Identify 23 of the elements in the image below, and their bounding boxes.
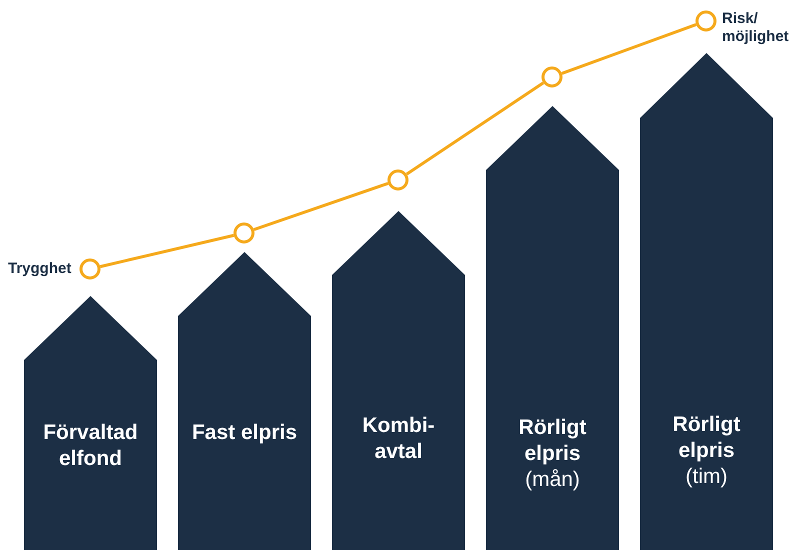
column-label: Förvaltad elfond [42, 420, 139, 472]
column-sublabel: (mån) [525, 467, 580, 493]
column-label: Kombi- avtal [361, 413, 436, 465]
point-marker [79, 258, 101, 280]
arrow-column [486, 106, 619, 550]
column-label: Rörligt elpris [518, 415, 588, 467]
trend-line [406, 82, 544, 176]
column-label: Rörligt elpris [672, 412, 742, 464]
arrow-column [640, 53, 773, 550]
arrow-column [332, 211, 465, 550]
column-label: Fast elpris [192, 420, 298, 446]
point-marker [387, 169, 409, 191]
arrow-column [178, 252, 311, 550]
point-marker [541, 66, 563, 88]
trend-line [253, 182, 389, 231]
arrow-column [24, 296, 157, 550]
trend-line [561, 23, 697, 75]
point-marker [695, 10, 717, 32]
trend-line [100, 234, 234, 268]
axis-end-label: Risk/ möjlighet [722, 10, 790, 46]
axis-end-label: Trygghet [8, 260, 72, 278]
column-sublabel: (tim) [686, 464, 728, 490]
point-marker [233, 222, 255, 244]
